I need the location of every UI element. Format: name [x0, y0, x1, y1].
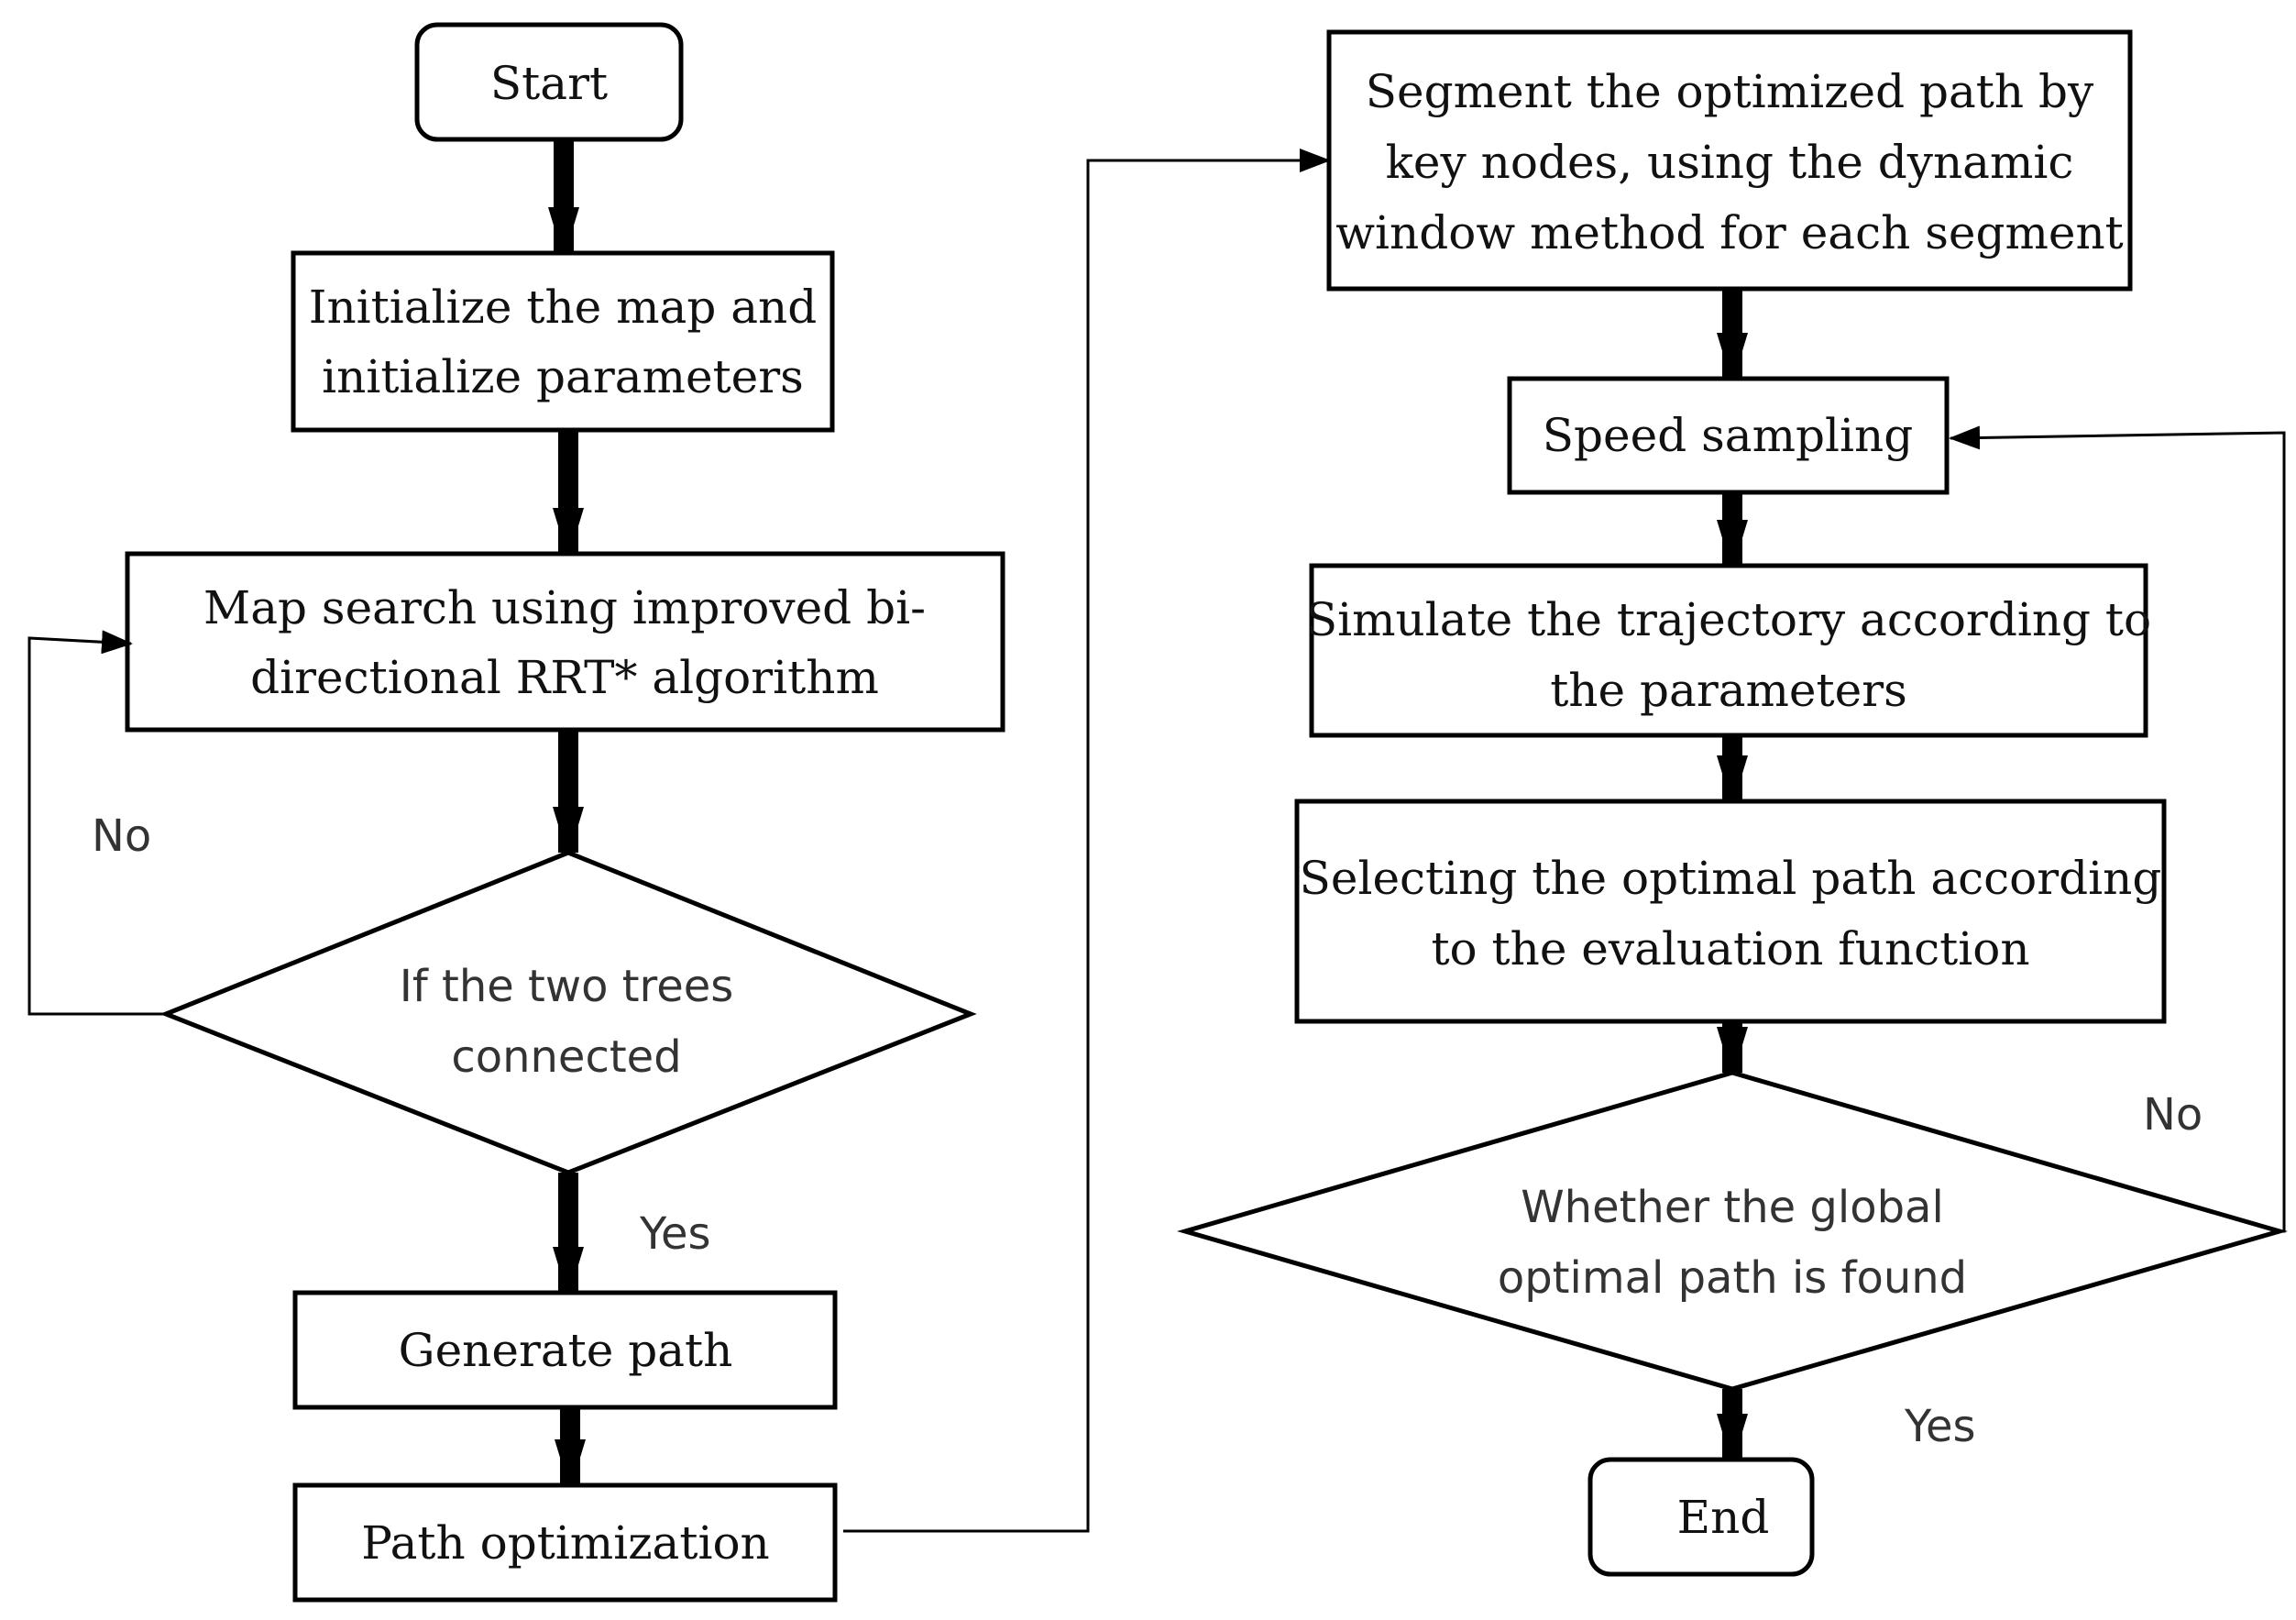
- select-label-line1: Selecting the optimal path according: [1300, 852, 2162, 905]
- simulate-node: Simulate the trajectory according to the…: [1306, 563, 2151, 738]
- arrow-optimize-to-segment: [843, 149, 1331, 1533]
- found-no-label: No: [2143, 1089, 2203, 1141]
- end-node: End: [1587, 1457, 1815, 1577]
- connected-decision: If the two trees connected: [159, 850, 977, 1175]
- arrow-connected-no-loop: [27, 630, 166, 1016]
- init-label-line1: Initialize the map and: [309, 281, 818, 334]
- search-node: Map search using improved bi- directiona…: [125, 551, 1005, 733]
- search-label-line2: directional RRT* algorithm: [250, 651, 879, 704]
- end-label: End: [1677, 1491, 1770, 1544]
- arrow-found-no-loop: [1949, 425, 2286, 1233]
- simulate-label-line2: the parameters: [1550, 664, 1907, 717]
- start-label: Start: [490, 57, 608, 110]
- segment-label-line1: Segment the optimized path by: [1366, 65, 2094, 118]
- connected-no-label: No: [92, 810, 151, 862]
- found-label-line2: optimal path is found: [1498, 1252, 1967, 1304]
- segment-node: Segment the optimized path by key nodes,…: [1326, 29, 2133, 292]
- found-yes-label: Yes: [1904, 1401, 1975, 1452]
- connected-label-line1: If the two trees: [400, 961, 734, 1012]
- select-node: Selecting the optimal path according to …: [1294, 799, 2167, 1024]
- found-decision: Whether the global optimal path is found: [1176, 1070, 2289, 1392]
- search-label-line1: Map search using improved bi-: [203, 581, 926, 634]
- connected-yes-label: Yes: [639, 1208, 710, 1260]
- init-label-line2: initialize parameters: [322, 350, 804, 403]
- generate-label: Generate path: [399, 1324, 733, 1377]
- optimize-label: Path optimization: [361, 1516, 770, 1570]
- found-label-line1: Whether the global: [1521, 1182, 1944, 1233]
- generate-node: Generate path: [292, 1290, 838, 1410]
- speed-node: Speed sampling: [1507, 376, 1950, 495]
- init-node: Initialize the map and initialize parame…: [291, 250, 835, 433]
- start-node: Start: [414, 22, 684, 142]
- optimize-node: Path optimization: [292, 1482, 838, 1603]
- segment-label-line2: key nodes, using the dynamic: [1386, 136, 2074, 189]
- connected-label-line2: connected: [451, 1031, 681, 1083]
- speed-label: Speed sampling: [1543, 409, 1913, 462]
- segment-label-line3: window method for each segment: [1335, 206, 2124, 259]
- simulate-label-line1: Simulate the trajectory according to: [1306, 593, 2151, 646]
- select-label-line2: to the evaluation function: [1431, 922, 2029, 975]
